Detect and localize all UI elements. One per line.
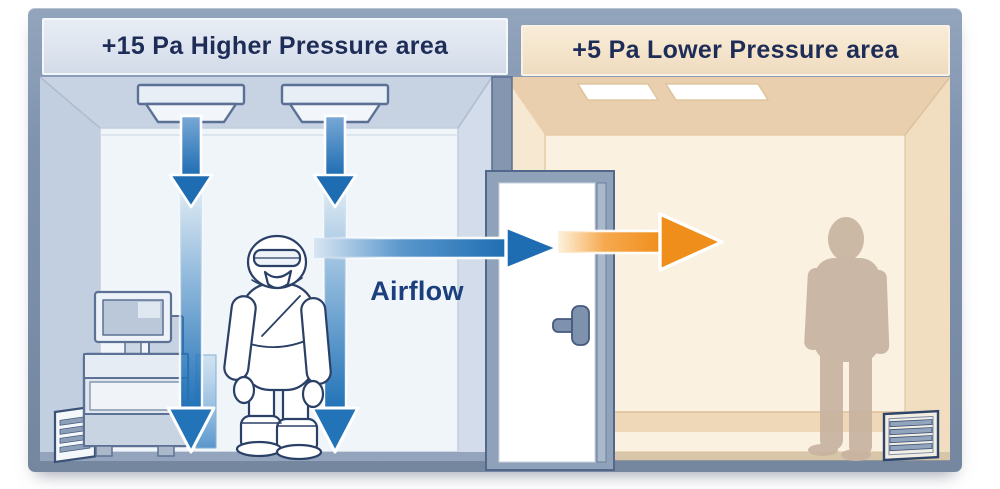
higher-pressure-label-text: +15 Pa Higher Pressure area bbox=[101, 32, 449, 60]
airflow-arrow-orange bbox=[556, 212, 724, 272]
hepa-filter-icon bbox=[136, 83, 246, 124]
downflow-arrow-icon bbox=[166, 114, 216, 454]
airflow-arrow-blue bbox=[312, 225, 560, 271]
cleanroom-operator-figure bbox=[223, 234, 332, 461]
person-silhouette bbox=[804, 217, 890, 461]
door bbox=[485, 170, 615, 471]
airflow-caption: Airflow bbox=[370, 276, 464, 306]
higher-pressure-label: +15 Pa Higher Pressure area bbox=[42, 18, 508, 75]
ceiling-light-icon bbox=[576, 83, 770, 101]
hepa-filter-icon bbox=[280, 83, 390, 124]
lower-pressure-label-text: +5 Pa Lower Pressure area bbox=[572, 36, 899, 64]
lower-pressure-label: +5 Pa Lower Pressure area bbox=[521, 25, 950, 76]
door-handle-icon bbox=[552, 305, 590, 346]
exhaust-vent-icon bbox=[882, 409, 940, 462]
face-mask-icon bbox=[263, 269, 293, 290]
